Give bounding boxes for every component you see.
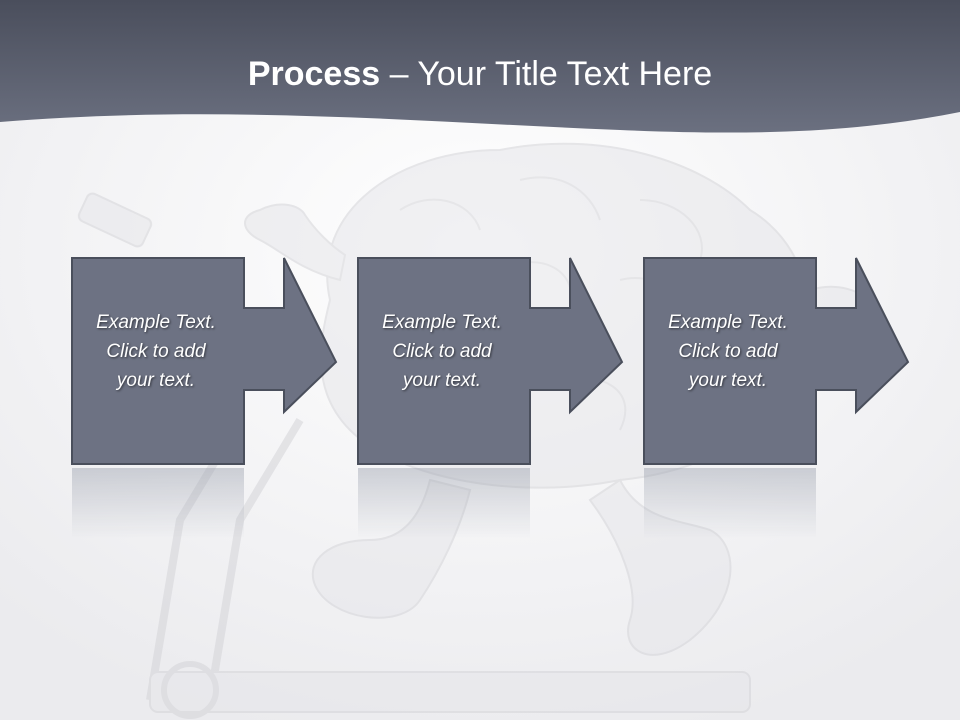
step-text-line: your text. [116, 370, 196, 391]
step-text[interactable]: Example Text. Click to add your text. [356, 308, 528, 395]
process-step-2[interactable]: Example Text. Click to add your text. [356, 256, 646, 546]
step-text-line: Example Text. [668, 312, 788, 333]
step-arrow-shape [643, 257, 910, 538]
title-bold-text: Process [247, 55, 381, 93]
title-rest-text: – Your Title Text Here [380, 55, 713, 93]
process-step-3[interactable]: Example Text. Click to add your text. [642, 256, 932, 546]
header-band [0, 0, 960, 133]
step-arrow-shape [71, 257, 338, 538]
step-text[interactable]: Example Text. Click to add your text. [70, 308, 242, 395]
step-text-line: Click to add [392, 341, 492, 362]
step-text-line: Click to add [106, 341, 206, 362]
step-text-line: Example Text. [382, 312, 502, 333]
step-text-line: Click to add [678, 341, 778, 362]
process-step-1[interactable]: Example Text. Click to add your text. [70, 256, 360, 546]
step-text[interactable]: Example Text. Click to add your text. [642, 308, 814, 395]
step-text-line: your text. [688, 370, 768, 391]
step-arrow-shape [357, 257, 624, 538]
slide-title[interactable]: Process – Your Title Text Here [0, 50, 960, 98]
step-text-line: your text. [402, 370, 482, 391]
step-text-line: Example Text. [96, 312, 216, 333]
